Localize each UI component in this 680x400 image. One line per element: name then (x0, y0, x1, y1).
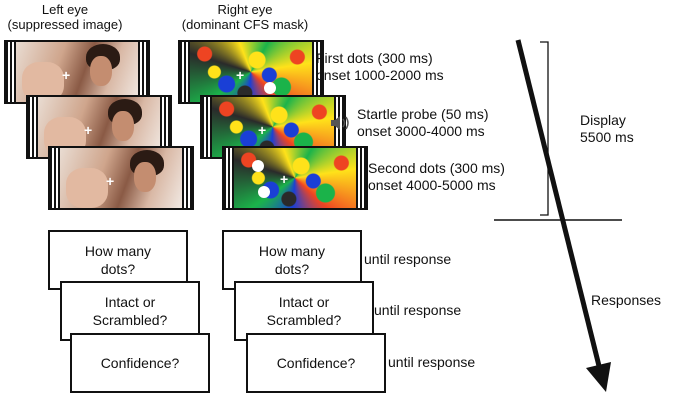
speaker-icon (331, 116, 349, 130)
question-box-dots-left: How many dots? (48, 230, 188, 290)
question-box-confidence-right: Confidence? (246, 333, 386, 393)
question-box-intact-left: Intact or Scrambled? (60, 281, 200, 341)
cfs-mask (234, 148, 356, 208)
right-eye-frame-1: + (178, 40, 324, 104)
right-eye-frame-3: + (222, 146, 368, 210)
left-eye-subtitle: (suppressed image) (7, 17, 123, 32)
right-eye-title: Right eye (217, 2, 273, 17)
white-dot (252, 160, 264, 172)
suppressed-photo (60, 148, 182, 208)
white-dot (264, 82, 276, 94)
until-response-3: until response (388, 354, 476, 370)
left-eye-title: Left eye (41, 2, 89, 17)
display-bracket (540, 41, 549, 216)
fixation-cross: + (84, 122, 93, 138)
suppressed-photo (16, 42, 138, 102)
startle-probe-label: Startle probe (50 ms) onset 3000-4000 ms (357, 106, 489, 139)
left-eye-header: Left eye (suppressed image) (0, 2, 130, 32)
fixation-cross: + (62, 67, 71, 83)
fixation-cross: + (106, 173, 115, 189)
until-response-1: until response (364, 251, 452, 267)
question-box-dots-right: How many dots? (222, 230, 362, 290)
right-eye-subtitle: (dominant CFS mask) (181, 17, 309, 32)
fixation-cross: + (280, 171, 289, 187)
cfs-mask (190, 42, 312, 102)
fixation-cross: + (236, 67, 245, 83)
right-eye-header: Right eye (dominant CFS mask) (168, 2, 322, 32)
question-box-confidence-left: Confidence? (70, 333, 210, 393)
time-arrow-shaft (515, 39, 603, 371)
question-box-intact-right: Intact or Scrambled? (234, 281, 374, 341)
responses-label: Responses (591, 292, 662, 308)
left-eye-frame-1: + (4, 40, 150, 104)
time-arrow-head (586, 362, 611, 392)
display-label: Display 5500 ms (580, 112, 634, 145)
left-eye-frame-3: + (48, 146, 194, 210)
white-dot (258, 186, 270, 198)
first-dots-label: First dots (300 ms) onset 1000-2000 ms (316, 50, 444, 83)
fixation-cross: + (258, 122, 267, 138)
until-response-2: until response (374, 302, 462, 318)
second-dots-label: Second dots (300 ms) onset 4000-5000 ms (368, 160, 505, 193)
